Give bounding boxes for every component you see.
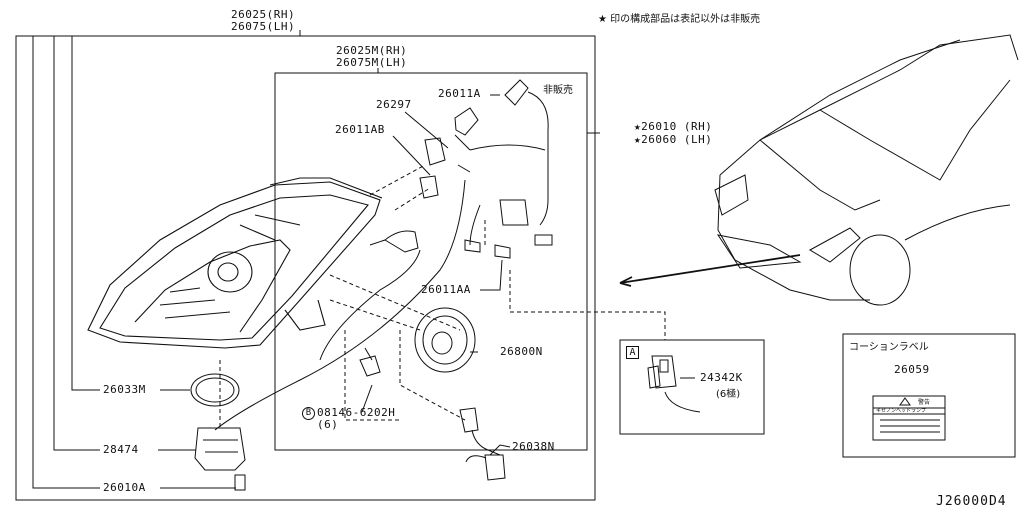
part-26060-lh[interactable]: ★26060 (LH) [634, 133, 713, 146]
car-drawing [619, 34, 1019, 306]
not-sold-label: 非販売 [543, 85, 573, 96]
part-26011aa[interactable]: 26011AA [421, 283, 471, 296]
leader-frame-28474 [53, 36, 100, 451]
bolt-tag-b: B [302, 407, 315, 420]
part-24342k[interactable]: 24342K [700, 371, 743, 384]
leader-26025 [32, 30, 301, 489]
separate-parts-drawing [190, 307, 506, 491]
header-note: ★ 印の構成部品は表記以外は非販売 [598, 14, 761, 25]
part-26800n[interactable]: 26800N [500, 345, 543, 358]
part-28474[interactable]: 28474 [103, 443, 139, 456]
part-26011ab[interactable]: 26011AB [335, 123, 385, 136]
part-26075m-lh[interactable]: 26075M(LH) [336, 56, 408, 69]
part-26033m[interactable]: 26033M [103, 383, 146, 396]
part-26038n[interactable]: 26038N [512, 440, 555, 453]
caution-sub-text: キセノンヘッドランプ [876, 408, 926, 414]
part-26297[interactable]: 26297 [376, 98, 412, 111]
sub-frame [274, 72, 588, 451]
part-08146-qty: (6) [317, 418, 339, 431]
connector-24342k-drawing [647, 355, 701, 413]
part-26025-rh[interactable]: 26025(RH) [231, 8, 296, 21]
detail-a-tag: A [626, 346, 639, 359]
diagram-id: J26000D4 [936, 494, 1007, 509]
part-26025m-rh[interactable]: 26025M(RH) [336, 44, 408, 57]
caution-plate-drawing [872, 395, 946, 441]
main-frame [15, 35, 596, 501]
part-26075-lh[interactable]: 26075(LH) [231, 20, 296, 33]
caution-label-title: コーションラベル [849, 342, 929, 353]
bulb-harness-drawing [214, 79, 553, 431]
detail-a-frame [619, 339, 765, 435]
part-26010a[interactable]: 26010A [103, 481, 146, 494]
part-08146[interactable]: 08146-6202H [317, 406, 396, 419]
label-leaders [158, 94, 695, 489]
headlamp-drawing [87, 177, 383, 349]
part-26059[interactable]: 26059 [894, 363, 930, 376]
caution-warn-text: 警告 [918, 399, 931, 406]
caution-label-frame [842, 333, 1016, 458]
leader-frame-26033m [71, 36, 100, 391]
part-26010-rh[interactable]: ★26010 (RH) [634, 120, 713, 133]
dashed-guides [219, 164, 666, 430]
part-24342k-qty: (6極) [716, 389, 741, 400]
part-26011a[interactable]: 26011A [438, 87, 481, 100]
